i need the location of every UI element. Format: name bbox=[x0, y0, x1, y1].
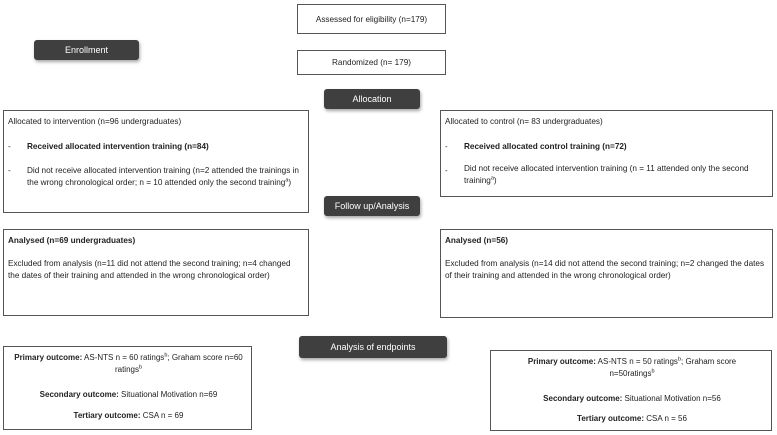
bullet-dash: - bbox=[8, 142, 11, 151]
primary-outcome-text: AS-NTS n = 60 ratings bbox=[82, 353, 165, 362]
intervention-endpoints-box: Primary outcome: AS-NTS n = 60 ratingsb;… bbox=[3, 346, 252, 430]
intervention-excluded-text: Excluded from analysis (n=11 did not att… bbox=[8, 259, 291, 280]
footnote-b: b bbox=[651, 368, 655, 375]
footnote-a: a bbox=[490, 175, 494, 182]
control-not-received-text: Did not receive allocated intervention t… bbox=[464, 163, 769, 187]
intervention-analysed-box: Analysed (n=69 undergraduates) Excluded … bbox=[3, 229, 309, 316]
intervention-primary-outcome: Primary outcome: AS-NTS n = 60 ratingsb;… bbox=[10, 352, 247, 376]
endpoints-stage-label: Analysis of endpoints bbox=[299, 336, 447, 358]
intervention-not-received-text: Did not receive allocated intervention t… bbox=[27, 165, 307, 189]
intervention-analysed-title: Analysed (n=69 undergraduates) bbox=[8, 236, 136, 245]
primary-outcome-label: Primary outcome: bbox=[14, 353, 83, 362]
intervention-received-text: Received allocated intervention training… bbox=[27, 142, 209, 151]
followup-stage-label: Follow up/Analysis bbox=[324, 196, 420, 216]
enrollment-stage-label: Enrollment bbox=[34, 40, 139, 60]
intervention-tertiary-outcome: Tertiary outcome: CSA n = 69 bbox=[10, 410, 247, 422]
randomized-text: Randomized (n= 179) bbox=[332, 58, 411, 67]
control-secondary-outcome: Secondary outcome: Situational Motivatio… bbox=[497, 393, 767, 405]
control-analysed-box: Analysed (n=56) Excluded from analysis (… bbox=[440, 229, 773, 318]
primary-outcome-text-2: ; Graham score n=60 ratings bbox=[114, 353, 243, 374]
primary-outcome-label: Primary outcome: bbox=[527, 357, 596, 366]
control-not-received-end: ) bbox=[493, 176, 497, 185]
primary-outcome-text-2: ; Graham score n=50ratings bbox=[609, 357, 737, 378]
intervention-allocation-title: Allocated to intervention (n=96 undergra… bbox=[8, 117, 182, 126]
primary-outcome-text: AS-NTS n = 50 ratings bbox=[595, 357, 678, 366]
footnote-b: b bbox=[164, 352, 168, 359]
secondary-outcome-text: Situational Motivation n=69 bbox=[118, 390, 218, 399]
footnote-b: b bbox=[677, 356, 681, 363]
bullet-dash: - bbox=[8, 166, 11, 175]
assessed-box: Assessed for eligibility (n=179) bbox=[297, 4, 446, 34]
bullet-dash: - bbox=[445, 166, 448, 175]
secondary-outcome-text: Situational Motivation n=56 bbox=[622, 394, 721, 403]
control-excluded-text: Excluded from analysis (n=14 did not att… bbox=[445, 259, 765, 280]
control-analysed-title: Analysed (n=56) bbox=[445, 236, 509, 245]
randomized-box: Randomized (n= 179) bbox=[297, 50, 446, 75]
tertiary-outcome-label: Tertiary outcome: bbox=[577, 414, 645, 423]
secondary-outcome-label: Secondary outcome: bbox=[543, 394, 623, 403]
control-primary-outcome: Primary outcome: AS-NTS n = 50 ratingsb;… bbox=[511, 356, 753, 380]
bullet-dash: - bbox=[445, 142, 448, 151]
tertiary-outcome-label: Tertiary outcome: bbox=[73, 411, 141, 420]
secondary-outcome-label: Secondary outcome: bbox=[39, 390, 119, 399]
control-allocation-box: Allocated to control (n= 83 undergraduat… bbox=[440, 110, 773, 197]
assessed-text: Assessed for eligibility (n=179) bbox=[315, 14, 428, 24]
intervention-not-received-end: ) bbox=[288, 178, 292, 187]
control-not-received-body: Did not receive allocated intervention t… bbox=[464, 164, 749, 185]
control-tertiary-outcome: Tertiary outcome: CSA n = 56 bbox=[497, 413, 767, 425]
intervention-allocation-box: Allocated to intervention (n=96 undergra… bbox=[3, 110, 309, 213]
control-received-text: Received allocated control training (n=7… bbox=[464, 142, 627, 151]
tertiary-outcome-text: CSA n = 69 bbox=[140, 411, 184, 420]
intervention-not-received-body: Did not receive allocated intervention t… bbox=[27, 166, 299, 187]
allocation-stage-label: Allocation bbox=[324, 89, 420, 109]
intervention-secondary-outcome: Secondary outcome: Situational Motivatio… bbox=[10, 389, 247, 401]
tertiary-outcome-text: CSA n = 56 bbox=[644, 414, 687, 423]
footnote-a: a bbox=[285, 177, 289, 184]
control-allocation-title: Allocated to control (n= 83 undergraduat… bbox=[445, 117, 603, 126]
control-endpoints-box: Primary outcome: AS-NTS n = 50 ratingsb;… bbox=[490, 350, 772, 431]
footnote-b: b bbox=[138, 364, 143, 371]
